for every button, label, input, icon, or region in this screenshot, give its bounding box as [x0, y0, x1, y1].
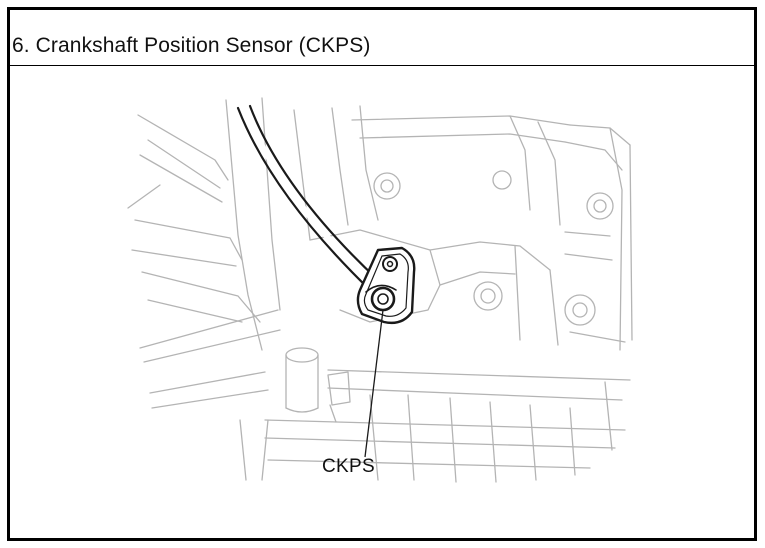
crankshaft-position-sensor-icon — [236, 104, 416, 325]
ckps-callout-label: CKPS — [322, 456, 375, 477]
title-bar: 6. Crankshaft Position Sensor (CKPS) — [10, 10, 754, 66]
ckps-leader-line — [364, 309, 384, 458]
ckps-location-illustration — [127, 97, 633, 483]
section-title: 6. Crankshaft Position Sensor (CKPS) — [12, 34, 371, 57]
wiring-harness-icon — [236, 104, 380, 292]
procedure-frame: 6. Crankshaft Position Sensor (CKPS) — [7, 7, 757, 541]
engine-housing-linework — [127, 97, 633, 483]
